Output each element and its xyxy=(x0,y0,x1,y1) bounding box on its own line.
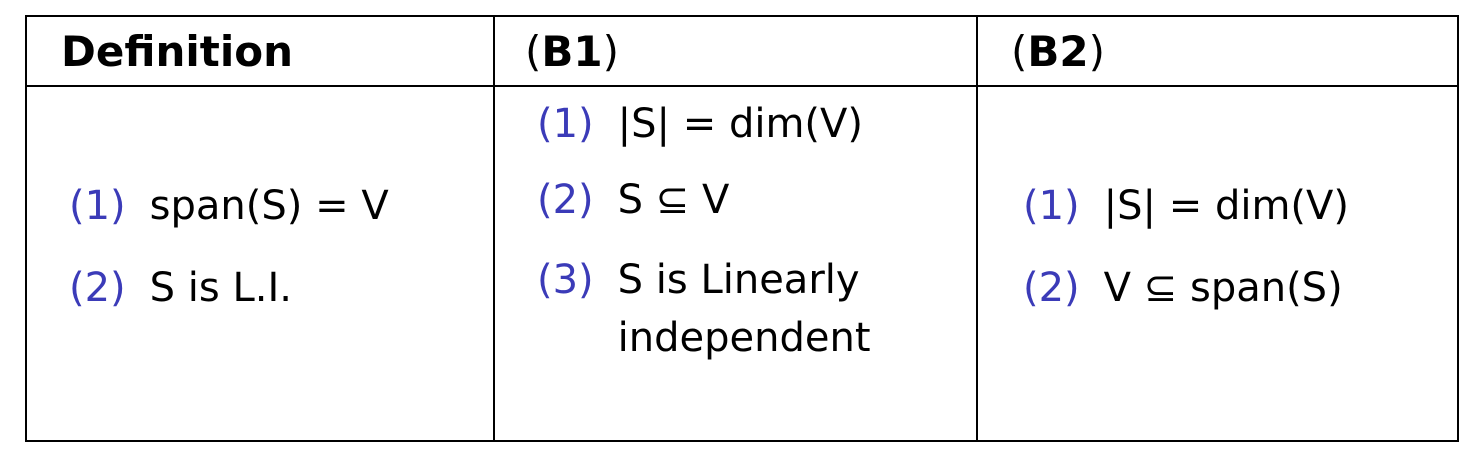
b2-column: (1) |S| = dim(V) (2) V ⊆ span(S) xyxy=(1023,53,1453,440)
criteria-table: Definition (B1) (B2) (1) span(S) = V (2)… xyxy=(25,15,1459,442)
column-divider-2 xyxy=(976,17,978,440)
item-number: (1) xyxy=(537,101,594,147)
item-text: |S| = dim(V) xyxy=(1103,182,1350,229)
header-definition-label: Definition xyxy=(61,26,294,76)
list-item: (1) |S| = dim(V) xyxy=(1023,177,1453,235)
definition-column: (1) span(S) = V (2) S is L.I. xyxy=(69,53,489,440)
header-b1-open-paren: ( xyxy=(525,26,542,76)
list-item: (1) |S| = dim(V) xyxy=(537,95,967,153)
header-b1-label: B1 xyxy=(541,26,603,76)
header-b1-close-paren: ) xyxy=(602,26,620,76)
item-text: |S| = dim(V) xyxy=(617,101,864,147)
item-number: (2) xyxy=(1023,264,1080,311)
item-text-line-2: independent xyxy=(617,315,871,361)
header-definition: Definition xyxy=(61,17,293,85)
list-item: (3) S is Linearly independent xyxy=(537,251,967,367)
item-number: (3) xyxy=(537,257,594,303)
header-b2-close-paren: ) xyxy=(1088,26,1106,76)
list-item: (2) S is L.I. xyxy=(69,259,489,317)
item-text: S is L.I. xyxy=(149,264,292,311)
item-number: (1) xyxy=(69,182,126,229)
item-text-block: S is Linearly independent xyxy=(618,251,871,367)
list-item: (2) S ⊆ V xyxy=(537,171,967,229)
header-b2-open-paren: ( xyxy=(1011,26,1028,76)
item-text: V ⊆ span(S) xyxy=(1103,264,1343,311)
b1-column: (1) |S| = dim(V) (2) S ⊆ V (3) S is Line… xyxy=(537,87,967,440)
header-b2-label: B2 xyxy=(1027,26,1089,76)
item-text: span(S) = V xyxy=(149,182,389,229)
item-text-line-1: S is Linearly xyxy=(617,257,860,303)
header-divider xyxy=(27,85,1457,87)
item-number: (2) xyxy=(537,177,594,223)
item-number: (1) xyxy=(1023,182,1080,229)
header-b2: (B2) xyxy=(1011,17,1105,85)
list-item: (1) span(S) = V xyxy=(69,177,489,235)
item-number: (2) xyxy=(69,264,126,311)
list-item: (2) V ⊆ span(S) xyxy=(1023,259,1453,317)
header-b1: (B1) xyxy=(525,17,619,85)
column-divider-1 xyxy=(493,17,495,440)
item-text: S ⊆ V xyxy=(617,177,730,223)
